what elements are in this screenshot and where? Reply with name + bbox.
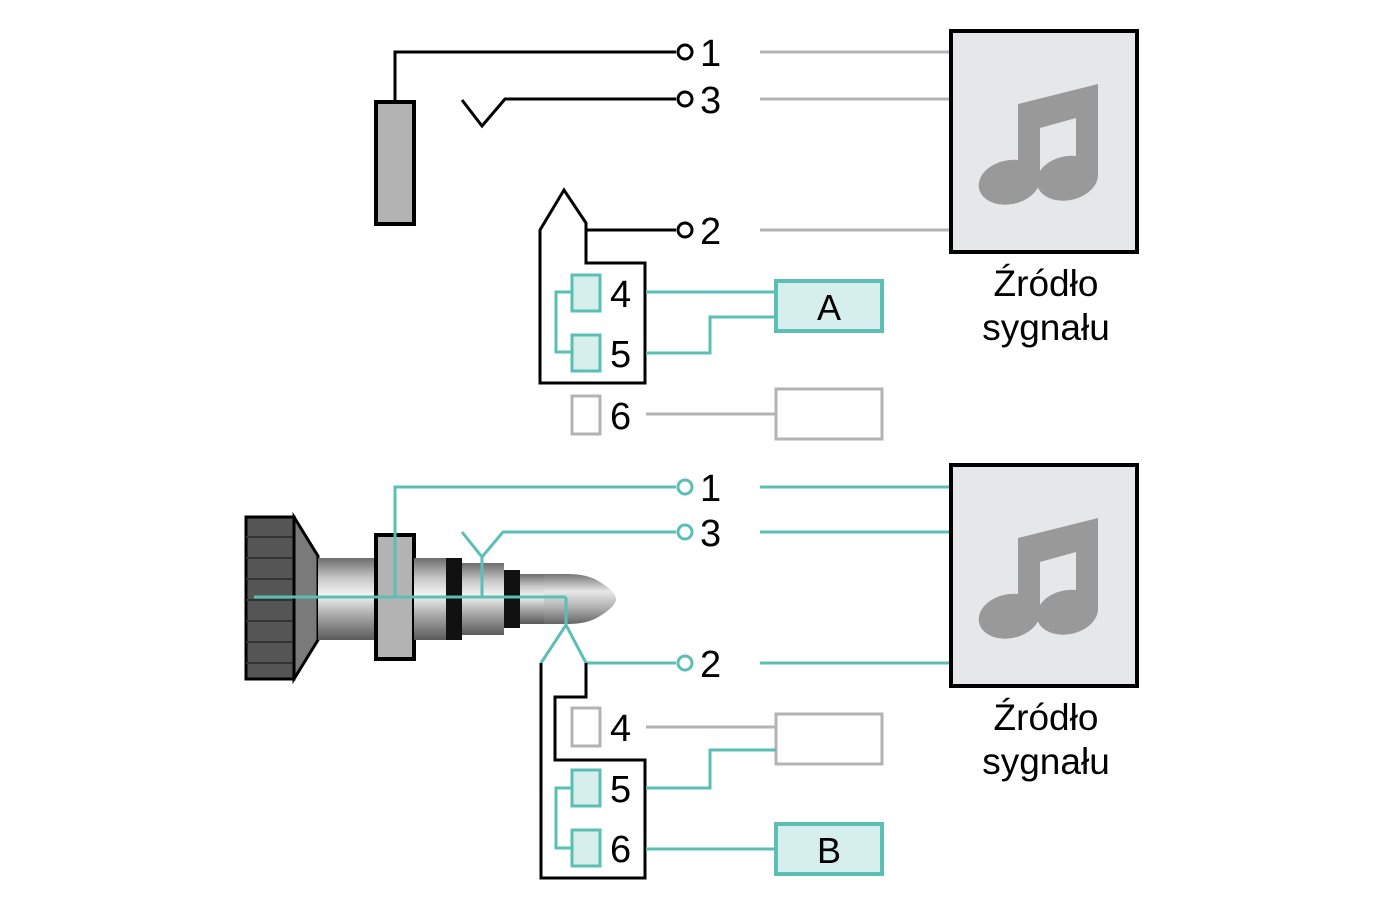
wire-5-to-a <box>646 315 776 355</box>
bottom-panel: 1 3 2 4 5 6 B Źródło sygnału <box>244 463 1139 880</box>
pin-label-4-b: 4 <box>610 708 631 750</box>
terminal-2-b <box>676 654 694 672</box>
pin-label-3: 3 <box>700 80 721 122</box>
terminal-2 <box>676 221 694 239</box>
source-label-line1-b: Źródło <box>994 697 1099 738</box>
bridge-4-5 <box>554 290 572 354</box>
pin-label-6: 6 <box>610 396 631 438</box>
terminal-1-b <box>676 478 694 496</box>
signal-source-box <box>949 29 1139 254</box>
box-empty-top <box>774 387 884 441</box>
pin-label-5: 5 <box>610 334 631 376</box>
pin-label-3-b: 3 <box>700 513 721 555</box>
box-a-label: A <box>817 287 841 328</box>
contact-4 <box>570 273 602 313</box>
ring-contact-b <box>460 530 676 597</box>
terminal-3 <box>676 90 694 108</box>
bridge-5-6-b <box>554 786 572 850</box>
contact-6-b <box>570 828 602 868</box>
tip-contact-b <box>539 597 676 665</box>
ring-contact <box>460 97 676 129</box>
terminal-1 <box>676 43 694 61</box>
tip-switch-contact <box>538 187 676 385</box>
contact-4-b <box>570 706 602 748</box>
terminal-3-b <box>676 523 694 541</box>
box-b <box>774 822 884 876</box>
source-label-line1: Źródło <box>994 263 1099 304</box>
box-empty-bottom <box>774 712 884 766</box>
pin-label-2-b: 2 <box>700 644 721 686</box>
wire-pin1 <box>393 50 676 102</box>
contact-5-b <box>570 768 602 808</box>
source-label-line2: sygnału <box>982 307 1110 348</box>
pin-label-2: 2 <box>700 211 721 253</box>
tip-switch-frame-b <box>539 663 647 880</box>
pin-label-6-b: 6 <box>610 829 631 871</box>
source-label-line2-b: sygnału <box>982 741 1110 782</box>
signal-source-box-b <box>949 463 1139 688</box>
box-b-label: B <box>817 830 841 871</box>
sleeve-contact <box>374 100 416 226</box>
top-panel: 1 3 2 4 5 A 6 Źródło sygnału <box>374 29 1139 441</box>
pin-label-4: 4 <box>610 274 631 316</box>
contact-5 <box>570 333 602 373</box>
contact-6 <box>570 394 602 436</box>
pin-label-5-b: 5 <box>610 769 631 811</box>
box-a <box>774 279 884 333</box>
pin-label-1: 1 <box>700 33 721 75</box>
wire-5-b <box>646 748 776 790</box>
wire-pin1-b <box>393 485 676 597</box>
pin-label-1-b: 1 <box>700 468 721 510</box>
